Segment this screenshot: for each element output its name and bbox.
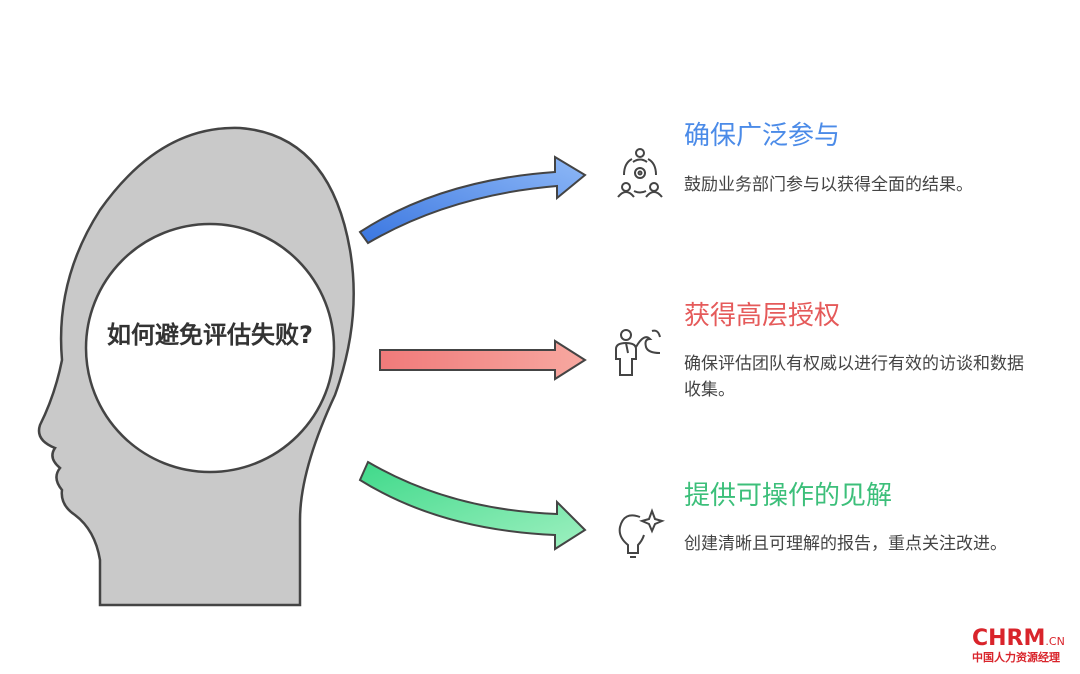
item-description-2: 确保评估团队有权威以进行有效的访谈和数据收集。 [684,354,1024,400]
item-title-1: 确保广泛参与 [684,121,841,151]
item-title-3: 提供可操作的见解 [684,481,893,511]
arrow-blue [358,155,587,245]
person-speaking-icon [615,329,661,376]
item-description-3: 创建清晰且可理解的报告，重点关注改进。 [684,534,1007,554]
chrm-watermark-logo: CHRM.CN 中国人力资源经理 [972,626,1065,665]
lightbulb-sparkle-icon [618,508,665,558]
logo-brand: CHRM [972,626,1046,651]
logo-tagline: 中国人力资源经理 [972,651,1060,664]
arrow-green [358,460,587,551]
item-description-1: 鼓励业务部门参与以获得全面的结果。 [684,175,973,195]
item-title-2: 获得高层授权 [684,301,841,331]
arrow-red [379,339,587,381]
logo-suffix: .CN [1045,635,1065,648]
center-circle [84,222,336,474]
center-title: 如何避免评估失败? [107,321,313,349]
team-gear-icon [617,148,663,198]
